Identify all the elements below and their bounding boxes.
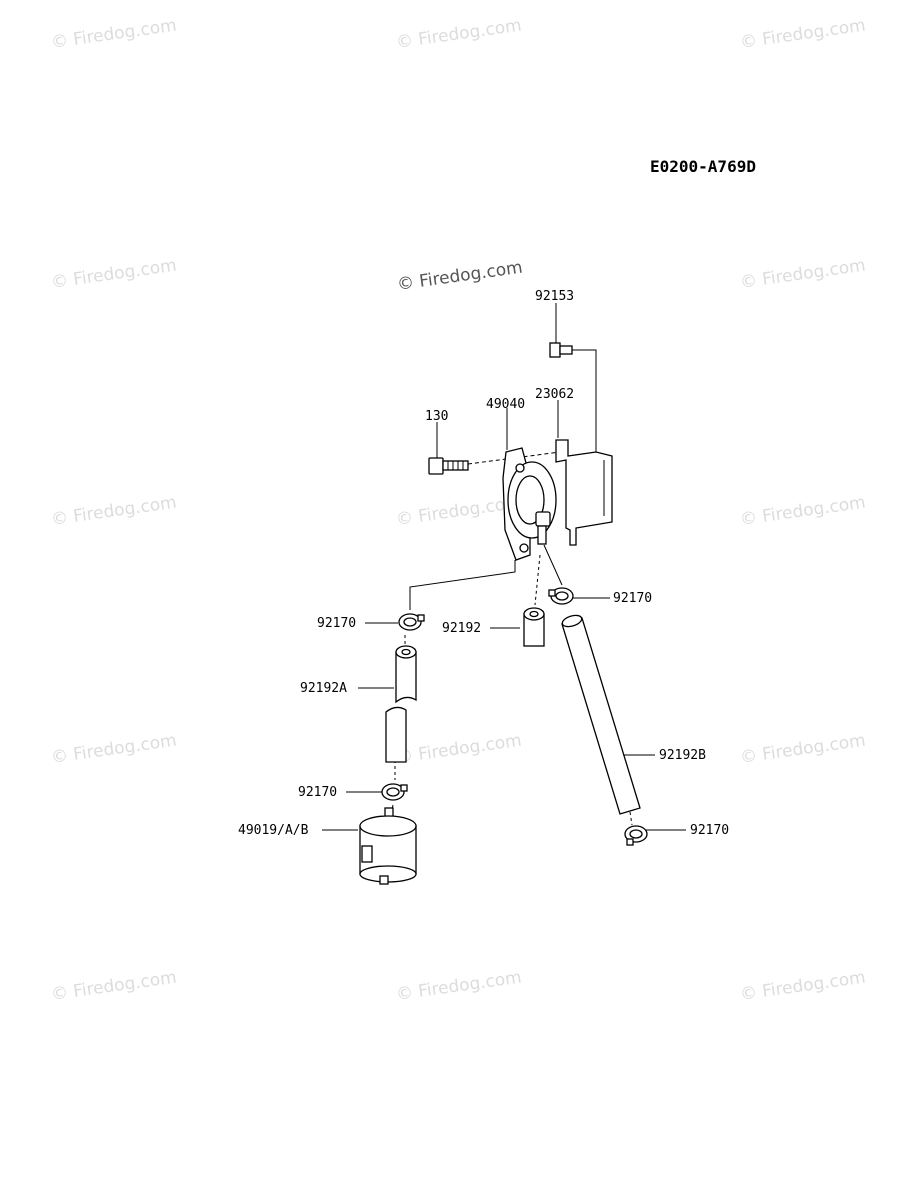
clamp-upper-right (548, 587, 574, 605)
fuel-pump-49040 (502, 447, 557, 561)
label-92170-upper-right: 92170 (613, 591, 652, 606)
label-130: 130 (425, 409, 448, 424)
tube-92192A (385, 645, 417, 763)
watermark: © Firedog.com (395, 16, 523, 53)
bracket-23062 (555, 439, 613, 546)
label-92153: 92153 (535, 289, 574, 304)
watermark-prominent: © Firedog.com (396, 258, 524, 295)
watermark: © Firedog.com (739, 16, 867, 53)
fuel-filter-49019 (359, 807, 417, 885)
label-49019-A-B: 49019/A/B (238, 823, 309, 838)
watermark: © Firedog.com (50, 493, 178, 530)
label-49040: 49040 (486, 397, 525, 412)
bolt-130 (428, 457, 469, 475)
watermark: © Firedog.com (50, 968, 178, 1005)
watermark: © Firedog.com (739, 493, 867, 530)
watermark: © Firedog.com (739, 256, 867, 293)
label-23062: 23062 (535, 387, 574, 402)
watermark: © Firedog.com (395, 731, 523, 768)
watermark: © Firedog.com (739, 968, 867, 1005)
label-92170-lower-left: 92170 (298, 785, 337, 800)
label-92170-lower-right: 92170 (690, 823, 729, 838)
label-92170-upper-left: 92170 (317, 616, 356, 631)
short-tube-92192 (523, 607, 545, 647)
label-92192: 92192 (442, 621, 481, 636)
leader-lines (322, 303, 686, 831)
label-92192A: 92192A (300, 681, 347, 696)
watermark: © Firedog.com (50, 256, 178, 293)
label-92192B: 92192B (659, 748, 706, 763)
clamp-upper-left (398, 613, 425, 631)
tube-92192B (561, 614, 641, 815)
watermark: © Firedog.com (395, 968, 523, 1005)
diagram-code: E0200-A769D (650, 157, 756, 176)
watermark: © Firedog.com (739, 731, 867, 768)
screw-92153 (549, 342, 573, 358)
watermark: © Firedog.com (50, 16, 178, 53)
clamp-lower-right (624, 825, 648, 846)
clamp-lower-left (381, 783, 408, 801)
watermark: © Firedog.com (50, 731, 178, 768)
